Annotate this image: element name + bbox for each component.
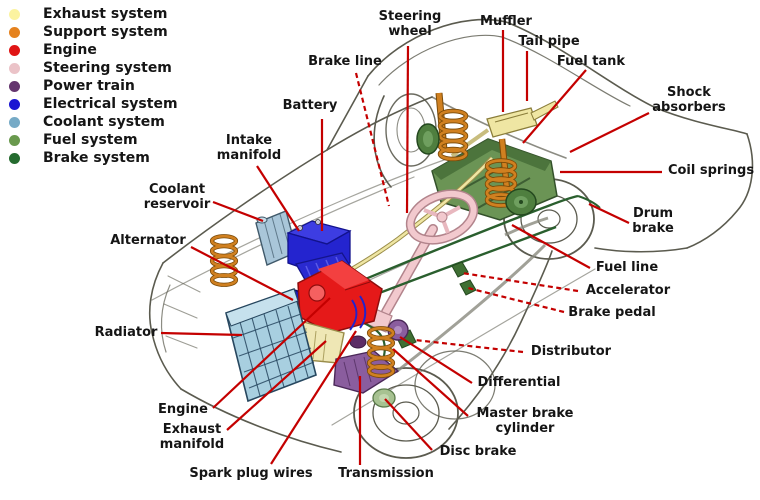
legend-color-dot bbox=[9, 62, 20, 74]
tail-pipe-part bbox=[530, 100, 559, 121]
legend-label: Fuel system bbox=[43, 132, 138, 148]
legend-label: Engine bbox=[43, 42, 97, 58]
legend-label: Coolant system bbox=[43, 114, 165, 130]
legend-item-fuel-system: Fuel system bbox=[9, 131, 138, 149]
muffler-part bbox=[486, 107, 538, 138]
leader-intake-manifold bbox=[256, 165, 300, 232]
legend-label: Support system bbox=[43, 24, 168, 40]
legend-label: Exhaust system bbox=[43, 6, 168, 22]
label-spark-plug-wires: Spark plug wires bbox=[189, 466, 313, 481]
transmission-part bbox=[333, 335, 400, 394]
label-radiator: Radiator bbox=[94, 325, 158, 340]
label-fuel-line: Fuel line bbox=[595, 260, 659, 275]
label-alternator: Alternator bbox=[110, 233, 186, 248]
legend-item-engine: Engine bbox=[9, 41, 97, 59]
exhaust-pipe-part bbox=[450, 128, 490, 158]
legend-color-dot bbox=[9, 44, 20, 56]
legend-color-dot bbox=[9, 116, 20, 128]
leader-differential bbox=[399, 336, 473, 384]
leader-shock-absorbers bbox=[569, 112, 650, 153]
legend-item-exhaust-system: Exhaust system bbox=[9, 5, 167, 23]
leader-lines bbox=[160, 30, 662, 465]
legend-label: Steering system bbox=[43, 60, 172, 76]
label-brake-line: Brake line bbox=[308, 54, 382, 69]
legend-item-power-train: Power train bbox=[9, 77, 135, 95]
leader-alternator bbox=[190, 246, 294, 301]
fuel-line-part bbox=[338, 156, 494, 278]
leader-spark-plug-wires bbox=[270, 330, 357, 465]
label-accelerator: Accelerator bbox=[585, 283, 671, 298]
legend-color-dot bbox=[9, 8, 20, 20]
legend-color-dot bbox=[9, 134, 20, 146]
leader-fuel-tank bbox=[522, 69, 587, 144]
legend-item-brake-system: Brake system bbox=[9, 149, 150, 167]
label-fuel-tank: Fuel tank bbox=[556, 54, 626, 69]
disc-brake-part bbox=[372, 388, 396, 408]
front-left-spring-part bbox=[209, 234, 239, 287]
legend-color-dot bbox=[9, 98, 20, 110]
leader-engine bbox=[212, 297, 331, 409]
leader-master-brake-cylinder bbox=[392, 348, 469, 417]
legend-color-dot bbox=[9, 152, 20, 164]
rear-left-suspension-part bbox=[416, 92, 469, 162]
label-engine: Engine bbox=[158, 402, 208, 417]
steering-part bbox=[361, 189, 479, 333]
leader-brake-pedal bbox=[467, 286, 565, 314]
legend-color-dot bbox=[9, 80, 20, 92]
label-distributor: Distributor bbox=[530, 344, 612, 359]
label-muffler: Muffler bbox=[480, 14, 532, 29]
legend-label: Brake system bbox=[43, 150, 150, 166]
radiator-part bbox=[225, 287, 317, 403]
legend-item-coolant-system: Coolant system bbox=[9, 113, 165, 131]
leader-accelerator bbox=[461, 271, 579, 293]
leader-exhaust-manifold bbox=[226, 340, 327, 431]
spark-plug-wires-part bbox=[349, 295, 367, 331]
engine-part bbox=[297, 260, 383, 334]
legend-color-dot bbox=[9, 26, 20, 38]
leader-brake-line bbox=[354, 72, 391, 207]
driveshaft-part bbox=[395, 216, 549, 374]
leader-fuel-line bbox=[511, 224, 591, 269]
leader-distributor bbox=[414, 338, 524, 354]
label-disc-brake: Disc brake bbox=[439, 444, 517, 459]
legend-label: Electrical system bbox=[43, 96, 178, 112]
label-transmission: Transmission bbox=[338, 466, 434, 481]
front-right-spring-part bbox=[366, 326, 396, 378]
legend-label: Power train bbox=[43, 78, 135, 94]
leader-radiator bbox=[160, 331, 243, 337]
label-differential: Differential bbox=[477, 375, 561, 390]
leader-steering-wheel bbox=[405, 45, 410, 214]
label-tail-pipe: Tail pipe bbox=[518, 34, 580, 49]
label-battery: Battery bbox=[282, 98, 338, 113]
rear-right-suspension-part bbox=[484, 138, 537, 216]
legend-item-steering-system: Steering system bbox=[9, 59, 172, 77]
label-brake-pedal: Brake pedal bbox=[568, 305, 656, 320]
leader-coolant-reservoir bbox=[212, 200, 264, 223]
label-coil-springs: Coil springs bbox=[667, 163, 755, 178]
leader-drum-brake bbox=[588, 203, 630, 224]
leader-disc-brake bbox=[384, 398, 433, 451]
legend-item-support-system: Support system bbox=[9, 23, 168, 41]
legend-item-electrical-system: Electrical system bbox=[9, 95, 178, 113]
